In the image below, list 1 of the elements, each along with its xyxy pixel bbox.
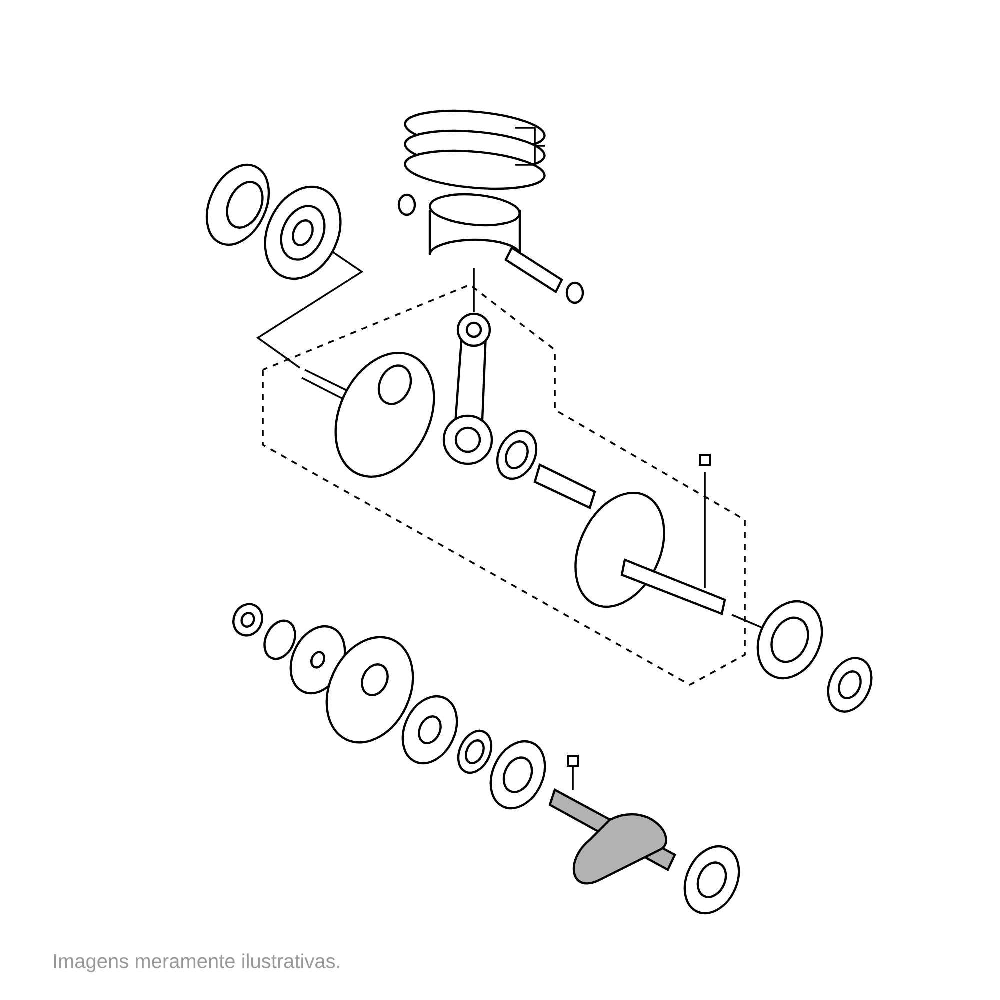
- caption: Imagens meramente ilustrativas.: [54, 954, 340, 972]
